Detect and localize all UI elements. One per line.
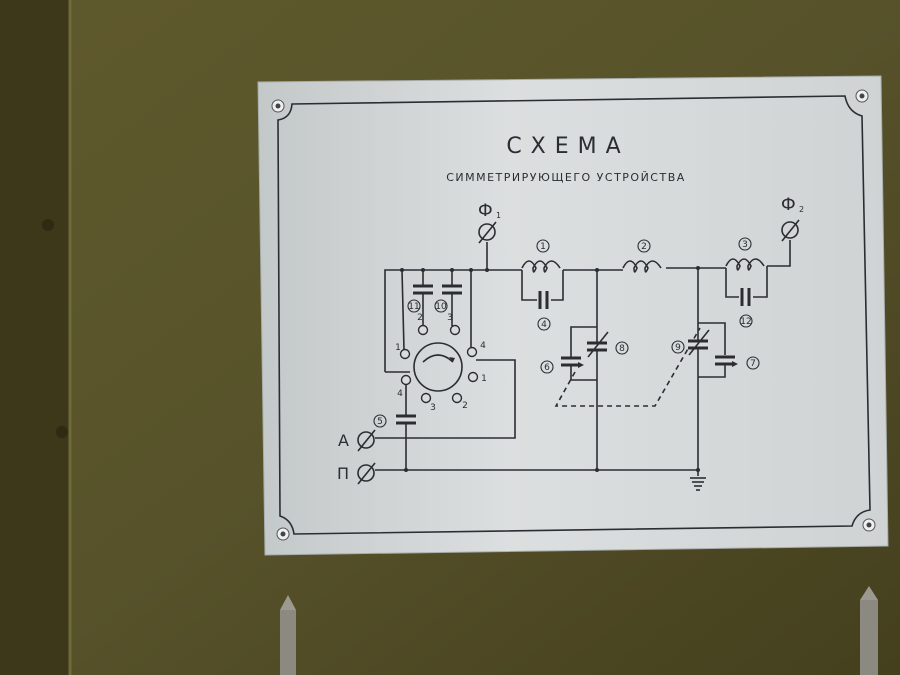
rotary-switch: 1 2 3 4 1 2 3 4 xyxy=(395,313,487,413)
capacitor-10 xyxy=(441,284,463,295)
svg-text:Ф: Ф xyxy=(781,195,796,215)
capacitor-5 xyxy=(395,414,417,425)
switch-contact-label: 4 xyxy=(397,389,403,399)
switch-contact-label: 1 xyxy=(395,343,401,353)
ground-icon xyxy=(690,477,706,491)
label-10: 10 xyxy=(435,302,447,312)
terminal-p: П xyxy=(337,462,376,485)
capacitor-4 xyxy=(537,291,551,309)
inductor-3 xyxy=(725,258,765,271)
threaded-bolt-left xyxy=(280,595,296,675)
rivet xyxy=(56,426,68,438)
terminal-phi2: Ф 2 xyxy=(781,195,804,242)
svg-text:А: А xyxy=(338,431,349,450)
svg-text:2: 2 xyxy=(799,205,804,214)
switch-contact-label: 3 xyxy=(447,313,453,323)
component-labels: 1 2 3 4 5 6 7 8 9 10 11 12 xyxy=(373,237,760,428)
label-6: 6 xyxy=(544,363,550,373)
switch-contact-label: 3 xyxy=(430,403,436,413)
label-12: 12 xyxy=(740,317,751,327)
aluminium-plate xyxy=(257,75,889,556)
label-4: 4 xyxy=(541,320,547,330)
rivet xyxy=(42,219,54,231)
svg-text:П: П xyxy=(337,464,349,483)
label-11: 11 xyxy=(408,302,419,312)
threaded-bolt-right xyxy=(860,586,878,675)
terminal-phi1: Ф 1 xyxy=(478,201,501,244)
label-5: 5 xyxy=(377,417,383,427)
trimmer-capacitor-6 xyxy=(560,356,584,368)
label-3: 3 xyxy=(742,240,748,250)
inductor-2 xyxy=(622,260,662,273)
label-1: 1 xyxy=(540,242,546,252)
terminal-a: А xyxy=(338,429,376,452)
variable-capacitor-9 xyxy=(687,329,710,356)
capacitor-12 xyxy=(739,288,753,306)
plate-subtitle: СИММЕТРИРУЮЩЕГО УСТРОЙСТВА xyxy=(446,171,686,184)
inductor-1 xyxy=(521,260,561,273)
label-8: 8 xyxy=(619,344,625,354)
svg-text:1: 1 xyxy=(496,211,501,220)
left-panel-edge xyxy=(0,0,70,675)
trimmer-capacitor-7 xyxy=(714,355,738,367)
variable-capacitor-8 xyxy=(586,331,609,358)
label-2: 2 xyxy=(641,242,647,252)
mounting-screws xyxy=(271,89,876,541)
label-7: 7 xyxy=(750,359,756,369)
plate-border xyxy=(277,95,871,535)
plate-title: СХЕМА xyxy=(506,134,629,159)
label-9: 9 xyxy=(675,343,681,353)
switch-contact-label: 1 xyxy=(481,374,487,384)
circuit-wiring xyxy=(375,240,791,476)
switch-contact-label: 4 xyxy=(480,341,486,351)
capacitor-11 xyxy=(412,284,434,295)
svg-text:Ф: Ф xyxy=(478,201,493,221)
switch-contact-label: 2 xyxy=(417,313,423,323)
switch-contact-label: 2 xyxy=(462,401,468,411)
